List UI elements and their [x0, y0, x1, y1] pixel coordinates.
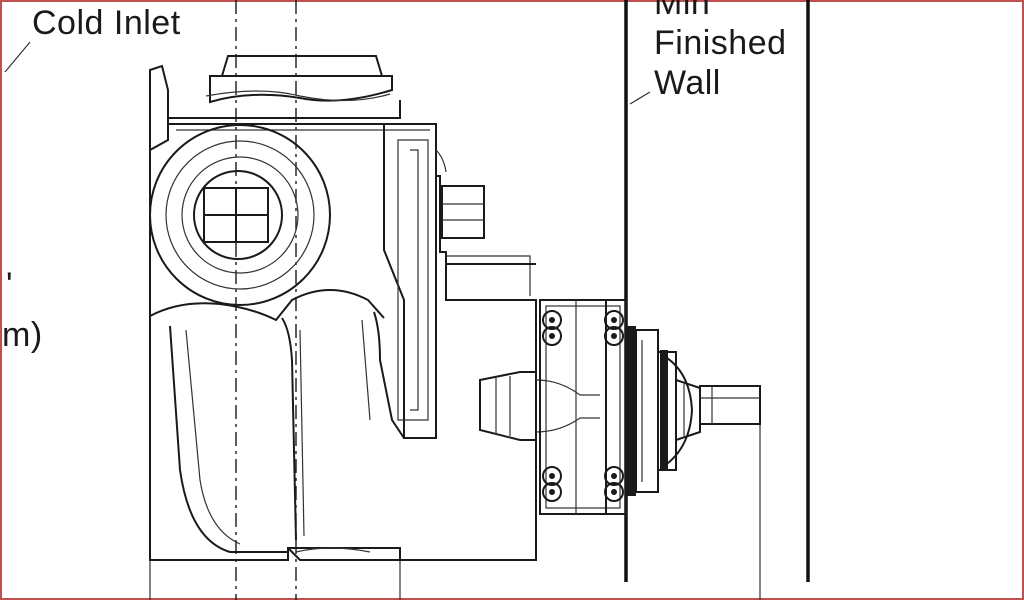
wall-label-line1: Min — [654, 0, 711, 22]
wall-label-line3: Wall — [654, 64, 721, 102]
left-partial-label-1: ' — [6, 266, 13, 304]
cold-inlet-leader — [4, 41, 31, 73]
cold-inlet-label: Cold Inlet — [32, 4, 181, 42]
valve-body — [149, 55, 761, 561]
wall-leader — [629, 91, 651, 105]
left-partial-label-2: m) — [2, 316, 43, 354]
wall-label-line2: Finished — [654, 24, 787, 62]
